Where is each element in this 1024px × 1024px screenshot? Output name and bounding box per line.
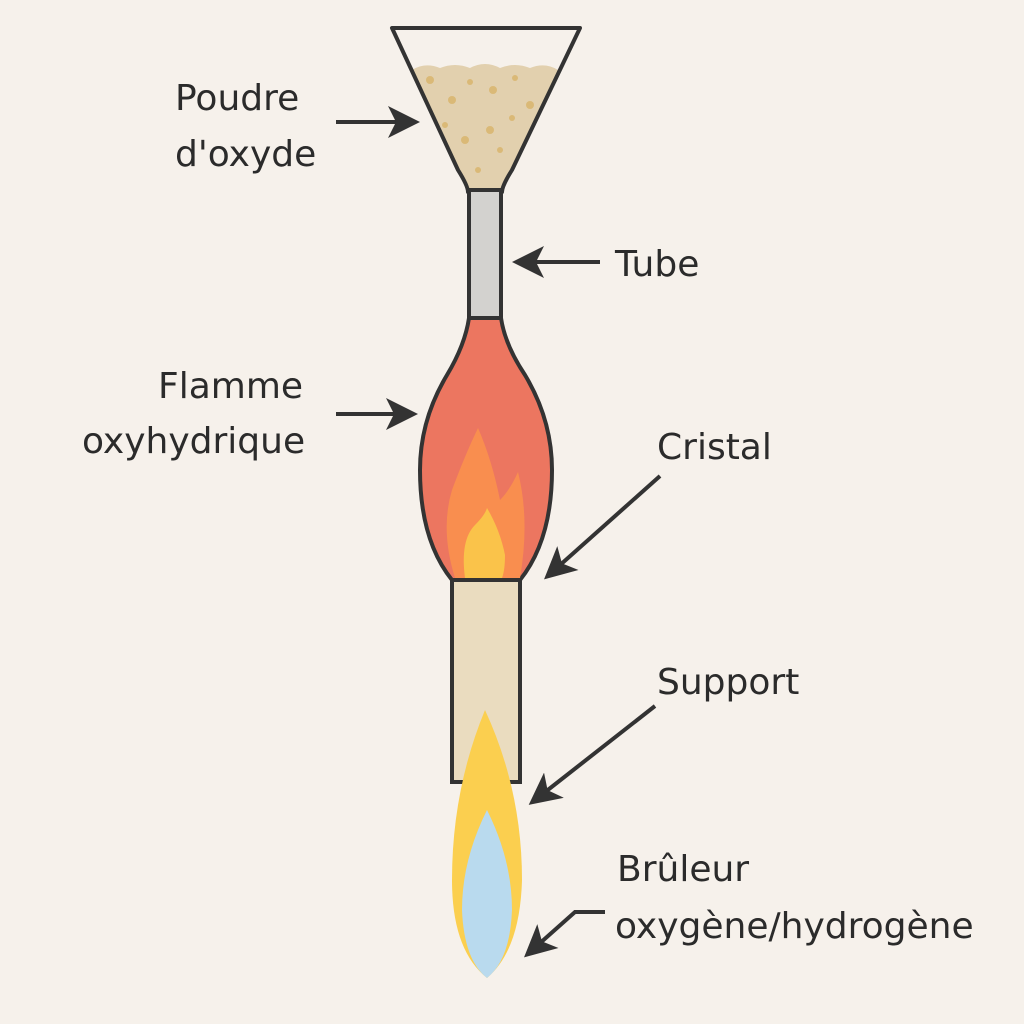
powder-grains	[426, 75, 534, 173]
burner-label-line2: oxygène/hydrogène	[615, 906, 974, 947]
flame-core	[463, 508, 505, 578]
inner-flame	[446, 428, 525, 578]
powder-funnel	[390, 26, 582, 194]
powder-label-line1: Poudre	[175, 78, 299, 119]
burner-label-line1: Brûleur	[617, 849, 749, 890]
flame-label-line2: oxyhydrique	[82, 421, 305, 462]
flame-chamber	[418, 316, 554, 582]
crystal-arrow	[544, 474, 662, 580]
powder-fill	[412, 64, 558, 192]
crystal-label: Cristal	[657, 427, 772, 468]
support-label: Support	[657, 662, 799, 703]
powder-label-line2: d'oxyde	[175, 134, 316, 175]
tube-label: Tube	[614, 244, 699, 285]
burner-flame-inner	[462, 810, 512, 978]
support-arrow	[528, 704, 657, 805]
burner-arrow	[524, 910, 605, 958]
tube	[467, 188, 503, 322]
flame-label-line1: Flamme	[158, 366, 303, 407]
